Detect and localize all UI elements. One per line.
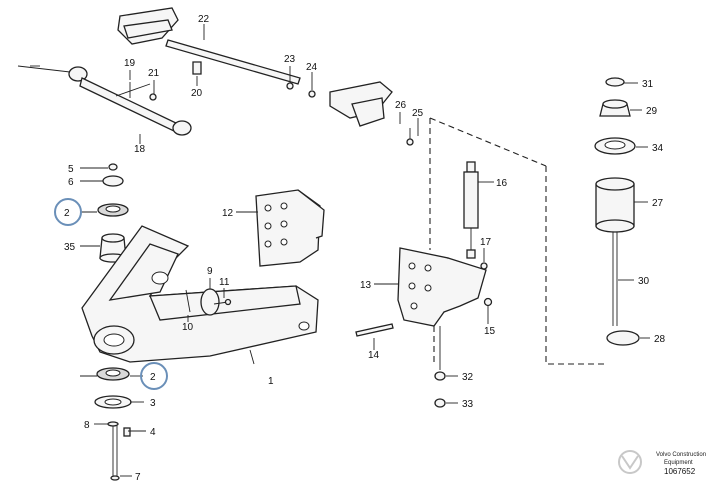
label-30: 30 xyxy=(638,276,650,287)
tie-rod xyxy=(165,39,301,85)
label-34: 34 xyxy=(652,143,664,154)
left-lower-stack xyxy=(94,367,132,481)
pin-14 xyxy=(355,323,394,337)
label-27: 27 xyxy=(652,198,664,209)
label-3: 3 xyxy=(150,398,156,409)
label-14: 14 xyxy=(368,350,380,361)
bolt-head xyxy=(108,163,118,171)
shock-body xyxy=(463,171,479,229)
label-2-upper: 2 xyxy=(64,208,70,219)
label-12: 12 xyxy=(222,208,234,219)
label-5: 5 xyxy=(68,164,74,175)
label-11: 11 xyxy=(219,277,230,288)
label-1: 1 xyxy=(268,376,274,387)
label-21: 21 xyxy=(148,68,160,79)
label-6: 6 xyxy=(68,177,74,188)
label-35: 35 xyxy=(64,242,76,253)
left-upper-stack xyxy=(97,163,129,263)
highlight-circle-lower xyxy=(140,362,168,390)
a-frame xyxy=(81,189,394,363)
label-33: 33 xyxy=(462,399,474,410)
bushing-right xyxy=(172,120,192,136)
label-26: 26 xyxy=(395,100,407,111)
label-4: 4 xyxy=(150,427,156,438)
right-spring-stack xyxy=(594,77,640,346)
leader-lines xyxy=(30,24,650,477)
label-29: 29 xyxy=(646,106,658,117)
link-arm xyxy=(79,77,179,133)
mount-13 xyxy=(397,161,493,408)
label-31: 31 xyxy=(642,79,654,90)
label-22: 22 xyxy=(198,14,210,25)
shock-top xyxy=(466,161,476,173)
nut xyxy=(123,427,131,437)
brand-line-1: Volvo Construction xyxy=(656,452,706,458)
label-25: 25 xyxy=(412,108,424,119)
bushing-left xyxy=(68,66,88,82)
upper-linkage xyxy=(17,7,414,146)
base-plate xyxy=(606,330,640,346)
label-13: 13 xyxy=(360,280,372,291)
watermark-logo xyxy=(618,450,642,474)
label-20: 20 xyxy=(191,88,203,99)
label-16: 16 xyxy=(496,178,508,189)
label-23: 23 xyxy=(284,54,296,65)
label-18: 18 xyxy=(134,144,146,155)
watermark-mark xyxy=(621,455,639,470)
label-24: 24 xyxy=(306,62,318,73)
label-8: 8 xyxy=(84,420,90,431)
washer xyxy=(102,175,124,187)
cover-disc xyxy=(200,288,220,316)
label-28: 28 xyxy=(654,334,666,345)
brand-line-2: Equipment xyxy=(664,460,693,466)
cap xyxy=(605,77,625,87)
label-10: 10 xyxy=(182,322,194,333)
part-labels: 1 2 2 3 4 5 6 7 8 9 10 11 12 13 14 15 16… xyxy=(64,14,666,483)
highlight-circle-upper xyxy=(54,198,82,226)
label-32: 32 xyxy=(462,372,474,383)
label-19: 19 xyxy=(124,58,136,69)
label-7: 7 xyxy=(135,472,141,483)
footer: Volvo Construction Equipment 1067652 xyxy=(618,450,706,476)
drawing-number: 1067652 xyxy=(664,467,696,476)
label-15: 15 xyxy=(484,326,496,337)
label-9: 9 xyxy=(207,266,213,277)
label-17: 17 xyxy=(480,237,492,248)
label-2-lower: 2 xyxy=(150,372,156,383)
